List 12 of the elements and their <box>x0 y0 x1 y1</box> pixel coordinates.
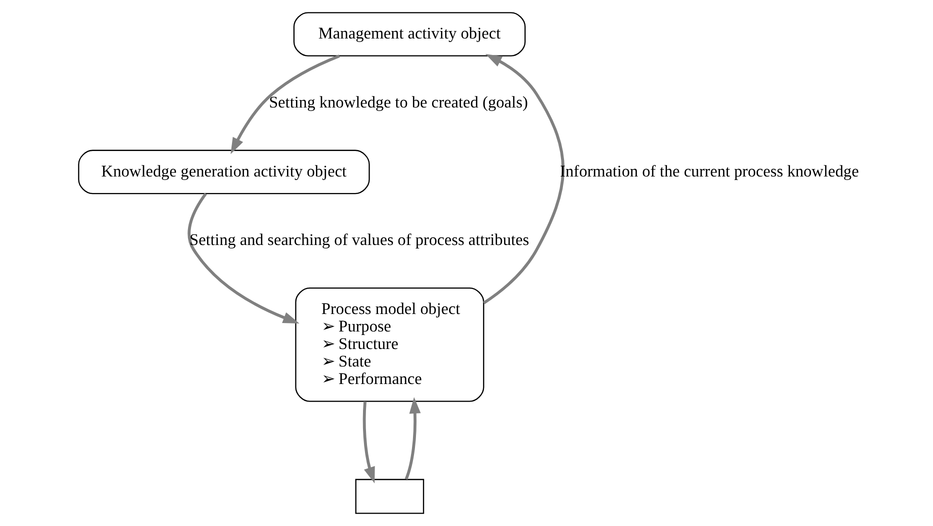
node-box <box>354 478 424 514</box>
arrow <box>230 54 340 154</box>
edge-label: Setting and searching of values of process attributes <box>189 230 529 250</box>
node-box: Process model object ➢ Purpose ➢ Structure ➢ State ➢ Performance <box>294 288 484 402</box>
arrow <box>187 192 299 324</box>
arrow <box>404 397 420 480</box>
arrow <box>362 401 374 484</box>
node-box: Knowledge generation activity object <box>78 150 370 194</box>
edge-label: Setting knowledge to be created (goals) <box>268 92 528 112</box>
node-box: Management activity object <box>292 12 526 56</box>
arrow <box>482 54 564 304</box>
edge-label: Information of the current process knowledge <box>560 161 858 180</box>
